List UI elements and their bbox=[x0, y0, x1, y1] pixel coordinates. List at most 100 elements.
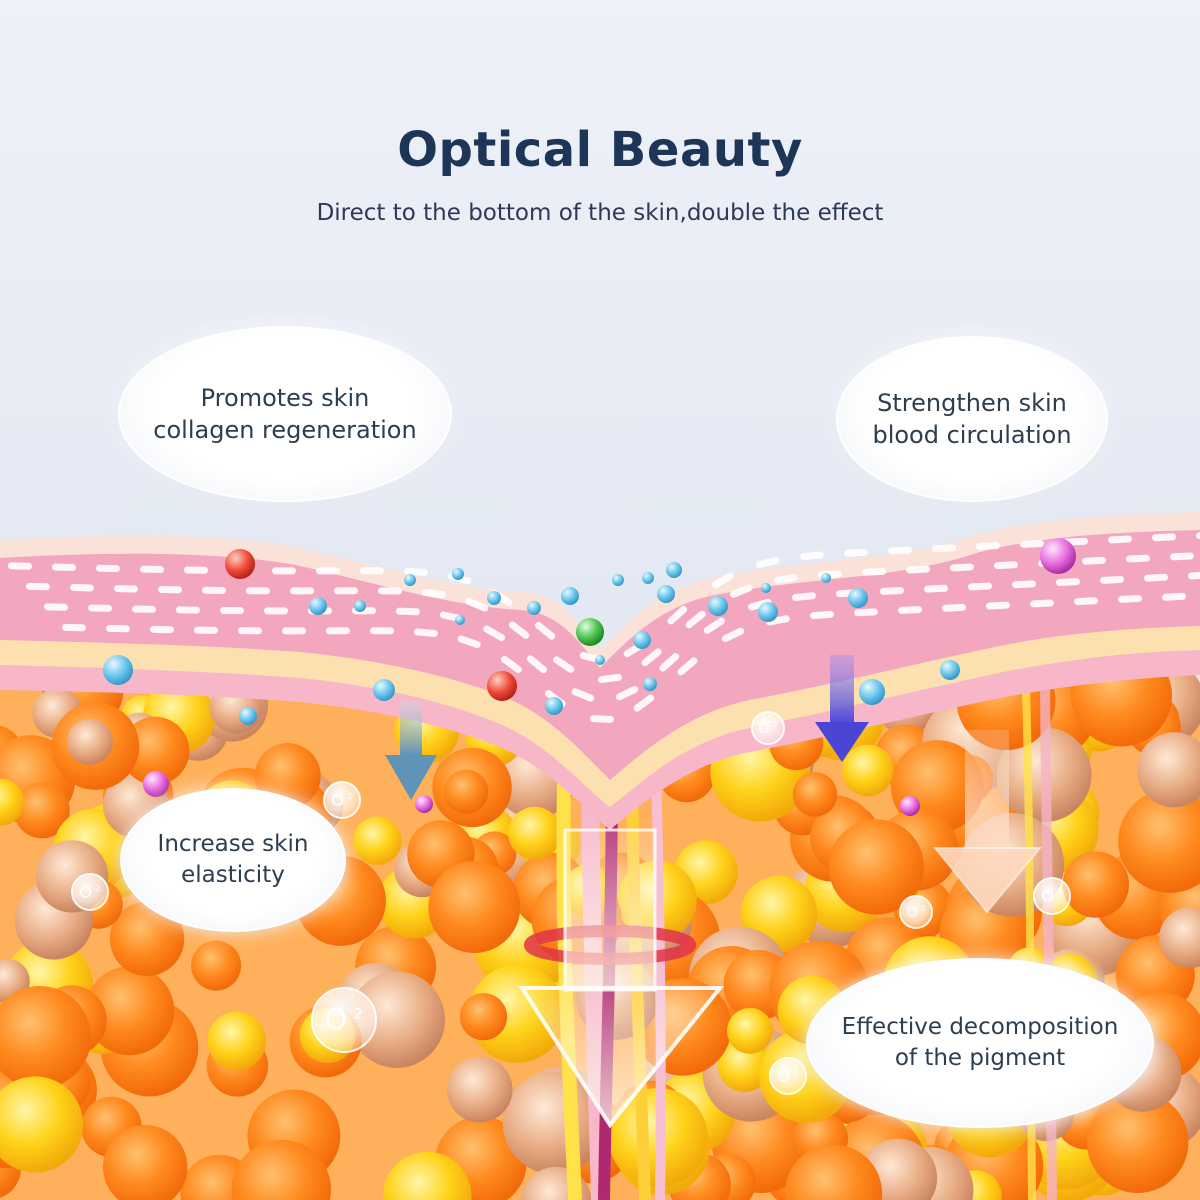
fat-cell bbox=[842, 744, 894, 797]
skin-cell-dash bbox=[685, 610, 706, 629]
skin-cell-dash bbox=[862, 567, 886, 576]
nutrient-bubble bbox=[657, 585, 675, 603]
fat-cell bbox=[0, 986, 91, 1089]
svg-text:2: 2 bbox=[773, 720, 778, 729]
nutrient-bubble bbox=[404, 574, 416, 586]
skin-cell-dash bbox=[1118, 595, 1142, 603]
skin-cell-dash bbox=[359, 567, 384, 575]
svg-text:O: O bbox=[331, 790, 344, 809]
fat-cell bbox=[428, 861, 521, 953]
fat-cell bbox=[0, 779, 25, 826]
fat-cell bbox=[1136, 732, 1200, 808]
fat-cell bbox=[121, 716, 190, 786]
skin-cell-dash bbox=[553, 656, 575, 673]
nutrient-bubble bbox=[821, 573, 831, 583]
fat-cell bbox=[231, 1139, 331, 1200]
skin-cell-dash bbox=[281, 627, 306, 635]
skin-cell-dash bbox=[721, 627, 745, 643]
svg-text:O: O bbox=[325, 1003, 348, 1037]
svg-text:2: 2 bbox=[95, 883, 100, 893]
skin-cell-dash bbox=[906, 565, 930, 574]
skin-cell-dash bbox=[703, 617, 725, 634]
skin-cell-dash bbox=[183, 566, 208, 574]
skin-cell-dash bbox=[316, 567, 341, 575]
skin-cell-dash bbox=[219, 606, 244, 615]
fat-cell bbox=[792, 772, 838, 817]
skin-cell-dash bbox=[149, 625, 174, 634]
fat-cell bbox=[784, 1144, 883, 1200]
skin-cell-dash bbox=[105, 624, 130, 633]
skin-cell-dash bbox=[1188, 571, 1200, 580]
callout-elasticity: Increase skin elasticity bbox=[120, 788, 346, 932]
svg-text:O: O bbox=[758, 721, 769, 737]
skin-cell-dash bbox=[932, 544, 956, 553]
skin-cell-dash bbox=[95, 564, 120, 573]
nutrient-bubble bbox=[373, 679, 395, 701]
svg-text:2: 2 bbox=[921, 904, 926, 913]
skin-cell-dash bbox=[113, 585, 138, 593]
skin-cell-dash bbox=[271, 567, 296, 575]
nutrient-bubble bbox=[940, 660, 960, 680]
nutrient-bubble bbox=[561, 587, 579, 605]
skin-cell-dash bbox=[1012, 580, 1036, 589]
arrow-peach bbox=[932, 730, 1043, 914]
skin-cell-dash bbox=[334, 587, 359, 595]
fat-cell bbox=[727, 1008, 773, 1054]
fat-cell bbox=[353, 816, 402, 865]
skin-cell-dash bbox=[61, 623, 86, 632]
page-subtitle: Direct to the bottom of the skin,double … bbox=[316, 200, 884, 226]
nutrient-bubble bbox=[225, 549, 255, 579]
callout-pigment-text: Effective decomposition of the pigment bbox=[841, 1013, 1119, 1071]
fat-cell bbox=[348, 971, 445, 1068]
skin-cell-dash bbox=[326, 627, 351, 635]
svg-text:O: O bbox=[906, 905, 917, 921]
fat-cell bbox=[502, 1071, 606, 1175]
skin-cell-dash bbox=[748, 598, 772, 611]
nutrient-bubble bbox=[666, 562, 682, 578]
nutrient-bubble bbox=[452, 568, 464, 580]
skin-cell-dash bbox=[25, 582, 50, 591]
fat-cell bbox=[67, 719, 113, 765]
nutrient-bubble bbox=[758, 602, 778, 622]
fat-cell bbox=[446, 1056, 513, 1123]
nutrient-bubble bbox=[708, 596, 728, 616]
nutrient-bubble bbox=[761, 583, 771, 593]
skin-cell-dash bbox=[237, 627, 262, 635]
skin-cell-dash bbox=[175, 606, 200, 614]
skin-cell-dash bbox=[898, 606, 922, 614]
skin-cell-dash bbox=[131, 605, 156, 613]
svg-text:O: O bbox=[79, 882, 92, 901]
nutrient-bubble bbox=[612, 574, 624, 586]
svg-text:O: O bbox=[1041, 886, 1054, 905]
skin-cell-dash bbox=[800, 551, 824, 561]
skin-cell-dash bbox=[87, 604, 112, 612]
fat-cell bbox=[1062, 851, 1130, 918]
skin-cell-dash bbox=[659, 653, 680, 672]
nutrient-bubble bbox=[354, 600, 366, 612]
callout-circulation: Strengthen skin blood circulation bbox=[836, 336, 1108, 502]
nutrient-bubble bbox=[487, 671, 517, 701]
skin-cell-dash bbox=[421, 589, 446, 599]
skin-cell-dash bbox=[1056, 578, 1080, 587]
skin-cell-dash bbox=[395, 607, 420, 616]
svg-text:2: 2 bbox=[1057, 887, 1062, 897]
skin-cell-dash bbox=[139, 565, 164, 574]
skin-cell-dash bbox=[201, 586, 226, 594]
nutrient-bubble bbox=[545, 697, 563, 715]
skin-cell-dash bbox=[810, 610, 834, 620]
fat-cell bbox=[109, 901, 185, 976]
fat-cell bbox=[191, 940, 242, 991]
nutrient-bubble bbox=[455, 615, 465, 625]
skin-cell-dash bbox=[501, 655, 522, 673]
nutrient-bubble bbox=[633, 631, 651, 649]
skin-cell-dash bbox=[43, 603, 68, 611]
skin-cell-dash bbox=[633, 694, 655, 712]
skin-cell-dash bbox=[711, 572, 734, 589]
skin-cell-dash bbox=[1074, 597, 1098, 606]
nutrient-bubble bbox=[527, 601, 541, 615]
skin-cell-dash bbox=[403, 567, 428, 576]
skin-cell-dash bbox=[756, 557, 780, 568]
fat-cell bbox=[1159, 907, 1200, 969]
